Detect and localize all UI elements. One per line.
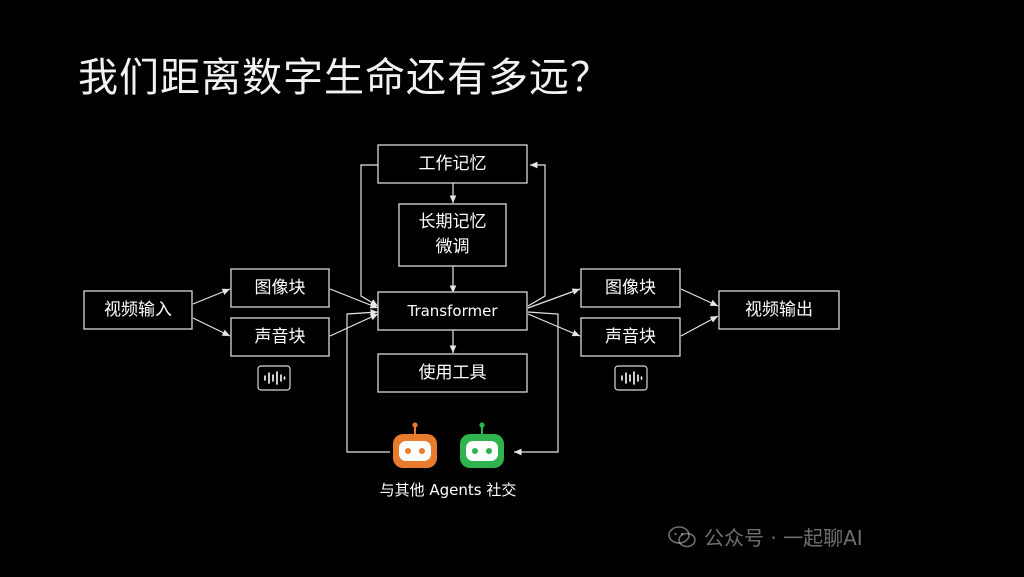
audio-waveform-icon bbox=[257, 365, 291, 391]
edge-audio-block-to-transformer bbox=[329, 313, 379, 337]
edge-audio-block-out-to-video-output bbox=[680, 315, 719, 337]
node-image-block-out: 图像块 bbox=[580, 268, 681, 308]
robot-icon bbox=[460, 422, 504, 468]
edge-transformer-to-agents bbox=[514, 311, 559, 456]
node-image-block-out-label: 图像块 bbox=[605, 278, 656, 298]
node-audio-block-in: 声音块 bbox=[230, 317, 330, 357]
node-video-output: 视频输出 bbox=[718, 290, 840, 330]
edge-working-memory-loop-to-transformer bbox=[360, 164, 379, 307]
edge-transformer-to-image-block-out bbox=[527, 288, 581, 309]
watermark-text: 公众号 · 一起聊AI bbox=[704, 526, 863, 550]
edge-transformer-to-audio-block-out bbox=[527, 313, 581, 337]
node-video-output-label: 视频输出 bbox=[745, 300, 813, 320]
node-long-term-memory-label: 长期记忆 bbox=[419, 212, 487, 232]
node-image-block-in-label: 图像块 bbox=[255, 278, 306, 298]
edge-image-block-out-to-video-output bbox=[680, 288, 719, 307]
edge-transformer-loop-to-working-memory bbox=[527, 161, 546, 307]
node-image-block-in: 图像块 bbox=[230, 268, 330, 308]
edge-video-input-to-audio-block bbox=[192, 317, 231, 337]
agents-label: 与其他 Agents 社交 bbox=[380, 481, 517, 499]
edge-image-block-to-transformer bbox=[329, 288, 379, 309]
node-transformer: Transformer bbox=[377, 291, 528, 331]
edges bbox=[192, 161, 719, 456]
node-transformer-label: Transformer bbox=[406, 302, 498, 320]
wechat-icon bbox=[668, 525, 696, 547]
edge-video-input-to-image-block bbox=[192, 288, 231, 305]
audio-waveform-icon bbox=[614, 365, 648, 391]
node-tool-use-label: 使用工具 bbox=[419, 362, 487, 383]
node-tool-use: 使用工具 bbox=[377, 353, 528, 393]
node-fine-tuning-label: 微调 bbox=[436, 237, 470, 257]
node-audio-block-out-label: 声音块 bbox=[605, 327, 656, 347]
node-audio-block-in-label: 声音块 bbox=[255, 327, 306, 347]
node-video-input: 视频输入 bbox=[83, 290, 193, 330]
watermark: 公众号 · 一起聊AI bbox=[668, 522, 863, 551]
node-video-input-label: 视频输入 bbox=[104, 300, 172, 320]
node-working-memory-label: 工作记忆 bbox=[419, 154, 487, 174]
slide-title: 我们距离数字生命还有多远？ bbox=[78, 55, 611, 101]
node-long-term-memory: 长期记忆 微调 bbox=[398, 203, 507, 267]
node-working-memory: 工作记忆 bbox=[377, 144, 528, 184]
node-audio-block-out: 声音块 bbox=[580, 317, 681, 357]
robot-icon bbox=[393, 422, 437, 468]
edge-agents-to-transformer bbox=[346, 309, 390, 453]
